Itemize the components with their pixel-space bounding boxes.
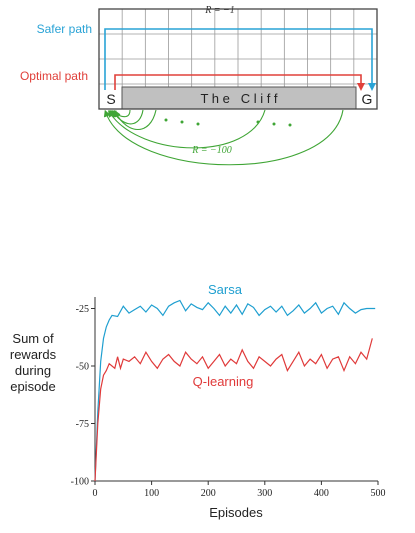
goal-label: G bbox=[362, 91, 373, 107]
reward-cliff-label: R = −100 bbox=[191, 145, 232, 156]
x-tick-label: 300 bbox=[257, 488, 272, 499]
y-tick-label: -25 bbox=[76, 304, 89, 315]
x-ticks: 0 100 200 300 400 500 bbox=[93, 481, 386, 499]
y-tick-label: -50 bbox=[76, 362, 89, 373]
y-axis-label-line: episode bbox=[10, 379, 56, 394]
grid-border bbox=[98, 8, 378, 110]
fall-arc-5 bbox=[103, 109, 344, 166]
fall-arc-4 bbox=[108, 109, 266, 149]
gridworld-diagram: R = −1 T h e C l i f f S G Safer path Op… bbox=[20, 5, 378, 166]
y-axis-label-line: rewards bbox=[10, 347, 57, 362]
optimal-path-arrow bbox=[114, 74, 365, 91]
safer-path-label: Safer path bbox=[37, 22, 92, 36]
safer-path-arrow bbox=[104, 28, 376, 91]
learning-curve-chart: 0 100 200 300 400 500 -25 -50 -75 -100 Sarsa Q-l… bbox=[10, 282, 386, 520]
fall-ellipsis-dots bbox=[164, 118, 292, 127]
x-axis-label: Episodes bbox=[209, 505, 263, 520]
x-tick-label: 500 bbox=[371, 488, 386, 499]
cliff-fall-arcs bbox=[103, 109, 344, 166]
x-tick-label: 0 bbox=[93, 488, 98, 499]
grid-lines bbox=[99, 9, 377, 109]
cliff-label: T h e C l i f f bbox=[200, 91, 277, 106]
y-ticks: -25 -50 -75 -100 bbox=[71, 304, 95, 488]
x-tick-label: 100 bbox=[144, 488, 159, 499]
y-tick-label: -75 bbox=[76, 419, 89, 430]
start-label: S bbox=[106, 91, 115, 107]
y-axis-label-line: during bbox=[15, 363, 51, 378]
x-tick-label: 200 bbox=[201, 488, 216, 499]
fall-arc-3 bbox=[114, 109, 157, 130]
series-label-q-learning: Q-learning bbox=[193, 374, 254, 389]
x-tick-label: 400 bbox=[314, 488, 329, 499]
reward-top-label: R = −1 bbox=[204, 5, 235, 16]
optimal-path-label: Optimal path bbox=[20, 69, 88, 83]
y-tick-label: -100 bbox=[71, 477, 89, 488]
y-axis-label-line: Sum of bbox=[12, 331, 54, 346]
series-line-sarsa bbox=[94, 299, 376, 482]
series-label-sarsa: Sarsa bbox=[208, 282, 243, 297]
series-line-q-learning bbox=[94, 338, 373, 482]
